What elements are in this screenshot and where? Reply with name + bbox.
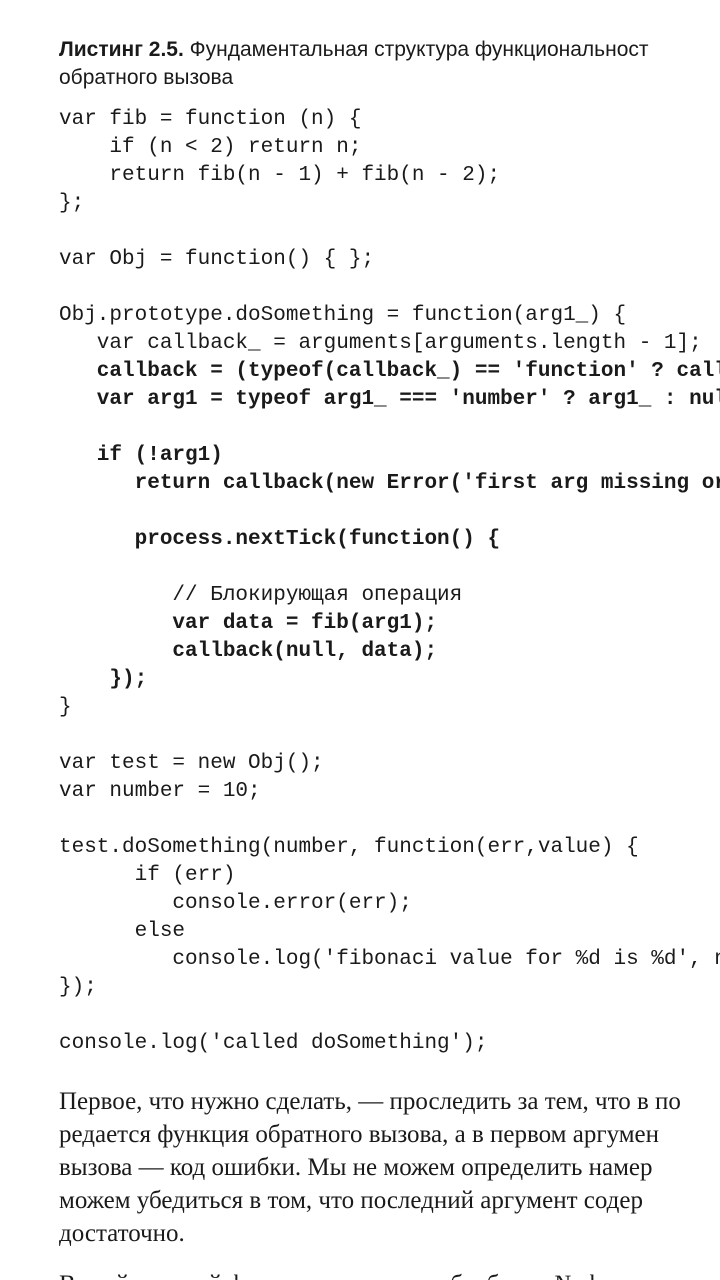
code-line [59, 806, 720, 834]
code-line: callback(null, data); [59, 640, 438, 663]
caption-line-2: обратного вызова [59, 66, 234, 89]
code-line: // Блокирующая операция [59, 584, 463, 607]
code-line: console.error(err); [59, 892, 412, 915]
code-line [59, 498, 720, 526]
next-paragraph-line: В этой простой функциональности обработк… [59, 1268, 720, 1280]
code-line: if (err) [59, 864, 236, 887]
code-line: } [59, 696, 72, 719]
code-line: }); [59, 668, 148, 691]
code-line: }); [59, 976, 97, 999]
code-line: var callback_ = arguments[arguments.leng… [59, 332, 702, 355]
code-line [59, 1002, 720, 1030]
code-line: }; [59, 192, 85, 215]
code-line: callback = (typeof(callback_) == 'functi… [59, 360, 720, 383]
code-line [59, 274, 720, 302]
code-line: else [59, 920, 186, 943]
code-line: var arg1 = typeof arg1_ === 'number' ? a… [59, 388, 720, 411]
listing-label: Листинг 2.5. [59, 38, 184, 61]
code-line: console.log('called doSomething'); [59, 1032, 488, 1055]
code-line: if (!arg1) [59, 444, 223, 467]
paragraph-line: Первое, что нужно сделать, — проследить … [59, 1088, 681, 1115]
paragraph-line: можем убедиться в том, что последний арг… [59, 1187, 643, 1214]
code-line: process.nextTick(function() { [59, 528, 501, 551]
code-line [59, 554, 720, 582]
code-line: var Obj = function() { }; [59, 248, 375, 271]
code-listing: var fib = function (n) { if (n < 2) retu… [59, 106, 720, 1058]
code-line: var data = fib(arg1); [59, 612, 438, 635]
listing-caption: Листинг 2.5. Фундаментальная структура ф… [59, 36, 720, 92]
code-line: return callback(new Error('first arg mis… [59, 472, 720, 495]
paragraph-line: достаточно. [59, 1220, 185, 1247]
code-line: Obj.prototype.doSomething = function(arg… [59, 304, 627, 327]
paragraph-gap [59, 1250, 720, 1268]
code-line: var test = new Obj(); [59, 752, 324, 775]
code-line: console.log('fibonaci value for %d is %d… [59, 948, 720, 971]
code-line [59, 722, 720, 750]
code-line: var number = 10; [59, 780, 261, 803]
code-line [59, 218, 720, 246]
code-line: test.doSomething(number, function(err,va… [59, 836, 639, 859]
code-line: if (n < 2) return n; [59, 136, 362, 159]
paragraph-line: редается функция обратного вызова, а в п… [59, 1121, 660, 1148]
code-line: return fib(n - 1) + fib(n - 2); [59, 164, 501, 187]
caption-title-part-1: Фундаментальная структура функциональнос… [183, 38, 649, 61]
paragraph-line: вызова — код ошибки. Мы не можем определ… [59, 1154, 653, 1181]
code-line: var fib = function (n) { [59, 108, 362, 131]
body-text: Первое, что нужно сделать, — проследить … [59, 1085, 720, 1280]
code-line [59, 414, 720, 442]
caption-line-1: Листинг 2.5. Фундаментальная структура ф… [59, 36, 720, 64]
